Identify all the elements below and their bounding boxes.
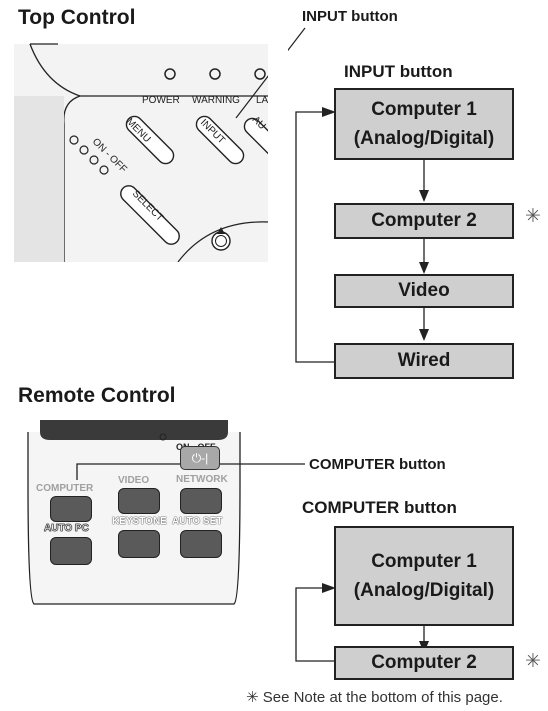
computer-flow-computer1-box: Computer 1 (Analog/Digital) (334, 526, 514, 626)
remote-computer-button[interactable] (50, 496, 92, 522)
computer-flow-computer1-label: Computer 1 (371, 550, 477, 572)
computer-flow-computer2-note-mark: ✳ (525, 651, 541, 672)
remote-network-label: NETWORK (176, 474, 228, 485)
footnote: ✳ See Note at the bottom of this page. (246, 689, 503, 706)
remote-auto-pc-button[interactable] (50, 537, 92, 565)
remote-keystone-label: KEYSTONE (112, 516, 167, 527)
top-control-title: Top Control (18, 6, 136, 29)
input-flow-heading: INPUT button (344, 62, 453, 81)
remote-power-button[interactable]: ⏻-| (180, 446, 220, 470)
input-flow-computer2-box: Computer 2 (334, 203, 514, 239)
computer-callout-line (76, 463, 305, 480)
input-flow-computer1-sublabel: (Analog/Digital) (353, 128, 495, 149)
remote-auto-set-button[interactable] (180, 530, 222, 558)
onoff-buttons[interactable] (69, 135, 109, 175)
remote-video-button[interactable] (118, 488, 160, 514)
warning-indicator (209, 68, 221, 80)
lamp-label: LA (256, 95, 269, 106)
input-flow-computer2-label: Computer 2 (371, 210, 477, 232)
remote-video-label: VIDEO (118, 475, 150, 486)
input-flow-computer1-label: Computer 1 (371, 98, 477, 120)
remote-keystone-button[interactable] (118, 530, 160, 558)
remote-auto-pc-label: AUTO PC (44, 523, 89, 535)
input-flow-computer2-note-mark: ✳ (525, 206, 541, 227)
warning-label: WARNING (192, 95, 240, 106)
input-flow-video-box: Video (334, 274, 514, 308)
computer-flow-heading: COMPUTER button (302, 498, 457, 517)
computer-flow-computer1-sublabel: (Analog/Digital) (353, 580, 495, 601)
input-flow-computer1-box: Computer 1 (Analog/Digital) (334, 88, 514, 160)
computer-flow-computer2-label: Computer 2 (371, 652, 477, 674)
remote-control-title: Remote Control (18, 384, 176, 407)
computer-button-callout: COMPUTER button (309, 456, 446, 473)
input-flow-wired-box: Wired (334, 343, 514, 379)
power-indicator (164, 68, 176, 80)
up-arrow-icon (217, 227, 225, 234)
remote-auto-set-label: AUTO SET (172, 516, 223, 527)
remote-network-button[interactable] (180, 488, 222, 514)
input-flow-wired-label: Wired (397, 350, 451, 372)
input-button-callout: INPUT button (302, 8, 398, 25)
power-label: POWER (142, 95, 180, 106)
up-arrow-button[interactable] (211, 231, 231, 251)
input-flow-video-label: Video (398, 280, 450, 302)
computer-flow-computer2-box: Computer 2 (334, 646, 514, 680)
remote-computer-label: COMPUTER (36, 483, 94, 494)
power-icon: ⏻-| (191, 450, 209, 465)
